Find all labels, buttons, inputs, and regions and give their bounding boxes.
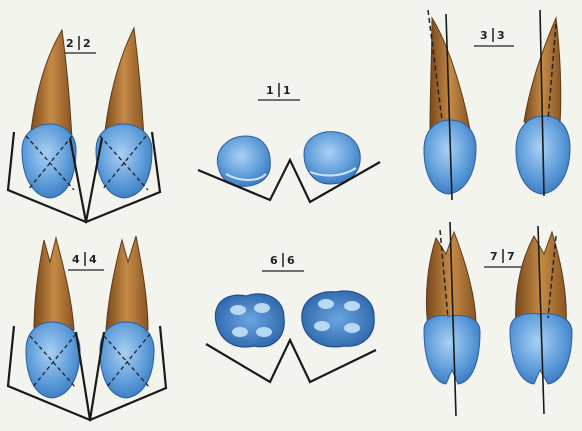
group-upper-first-premolars: 4 4	[8, 236, 166, 420]
tooth-1-left-occlusal	[217, 136, 270, 186]
tooth-3-left	[424, 10, 476, 200]
label-left-1: 1	[266, 84, 274, 97]
label-right-1: 1	[283, 84, 291, 97]
label-left-4: 4	[72, 253, 80, 266]
group-upper-first-molars: 6 6	[206, 253, 376, 382]
pair-label-7: 7 7	[484, 249, 524, 267]
label-right-7: 7	[507, 250, 515, 263]
tooth-1-right-occlusal	[304, 132, 360, 184]
pair-label-2: 2 2	[62, 36, 96, 53]
label-left-3: 3	[480, 29, 488, 42]
pair-label-1: 1 1	[258, 83, 300, 100]
label-left-7: 7	[490, 250, 498, 263]
pair-label-3: 3 3	[474, 28, 514, 46]
group-upper-lateral-incisors: 2 2	[8, 28, 160, 222]
pair-label-6: 6 6	[262, 253, 304, 271]
label-left-2: 2	[66, 37, 74, 50]
group-upper-second-molars: 7 7	[424, 222, 572, 416]
tooth-2-left	[22, 30, 76, 198]
label-right-3: 3	[497, 29, 505, 42]
label-right-6: 6	[287, 254, 295, 267]
label-right-2: 2	[83, 37, 91, 50]
label-left-6: 6	[270, 254, 278, 267]
tooth-2-right	[96, 28, 152, 198]
tooth-6-left-occlusal	[215, 294, 284, 347]
group-upper-central-incisors: 1 1	[198, 83, 380, 202]
tooth-7-right	[510, 226, 572, 414]
tooth-3-right	[516, 10, 570, 196]
label-right-4: 4	[89, 253, 97, 266]
tooth-7-left	[424, 222, 480, 416]
pair-label-4: 4 4	[68, 252, 104, 270]
group-upper-canines: 3 3	[424, 10, 570, 200]
tooth-4-right	[100, 236, 154, 398]
tooth-6-right-occlusal	[302, 291, 374, 347]
